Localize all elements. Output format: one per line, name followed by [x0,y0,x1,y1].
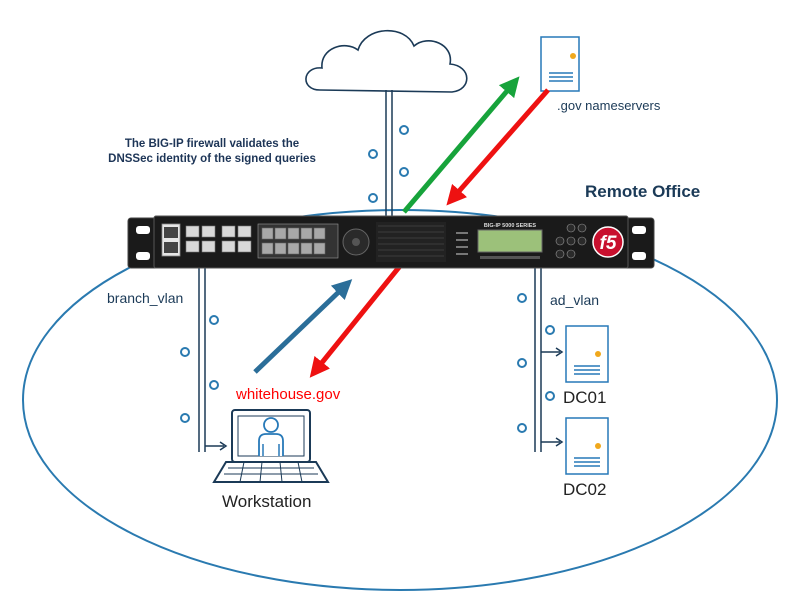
uplink-line [368,90,409,218]
lcd-display [477,229,543,253]
uplink-node [368,149,378,159]
vlan-node [209,380,219,390]
f5-logo-text: f5 [600,233,617,254]
front-panel-buttons [555,223,587,259]
f5-logo-icon [592,226,624,258]
dns-query-arrow [402,76,520,214]
vlan-node [517,423,527,433]
dc02-label: DC02 [563,480,607,499]
vlan-node [517,358,527,368]
remote-office-label: Remote Office [585,182,701,201]
ad-vlan-label: ad_vlan [550,292,600,308]
dns-response-arrow [446,88,550,206]
branch-vlan-line [180,262,228,452]
dc01-label: DC01 [563,388,607,407]
nameservers-label: .gov nameservers [557,98,661,113]
dc02-server-icon [565,417,609,475]
vlan-node [545,325,555,335]
vent-grille [376,222,446,262]
vlan-node [545,391,555,401]
callout-line-2: DNSSec identity of the signed queries [108,153,316,165]
device-series-label: BIG-IP 5000 SERIES [484,223,537,229]
client-query-arrow [253,279,353,374]
workstation-icon [212,409,330,483]
client-response-arrow [309,264,402,378]
uplink-node [399,167,409,177]
dc01-server-icon [565,325,609,383]
nameserver-icon [540,36,580,92]
remote-office-boundary [22,209,778,591]
ad-vlan-line [517,262,564,452]
branch-vlan-label: branch_vlan [107,290,184,306]
firewall-callout: The BIG-IP firewall validates the DNSSec… [92,137,332,167]
uplink-node [368,193,378,203]
vlan-node [180,347,190,357]
vlan-node [517,293,527,303]
big-ip-device: BIG-IP 5000 SERIES f5 [127,215,655,269]
internet-cloud-icon [305,29,468,93]
query-domain-label: whitehouse.gov [236,386,341,403]
vlan-node [180,413,190,423]
uplink-node [399,125,409,135]
vlan-node [209,315,219,325]
workstation-label: Workstation [222,492,312,511]
callout-line-1: The BIG-IP firewall validates the [124,138,300,150]
